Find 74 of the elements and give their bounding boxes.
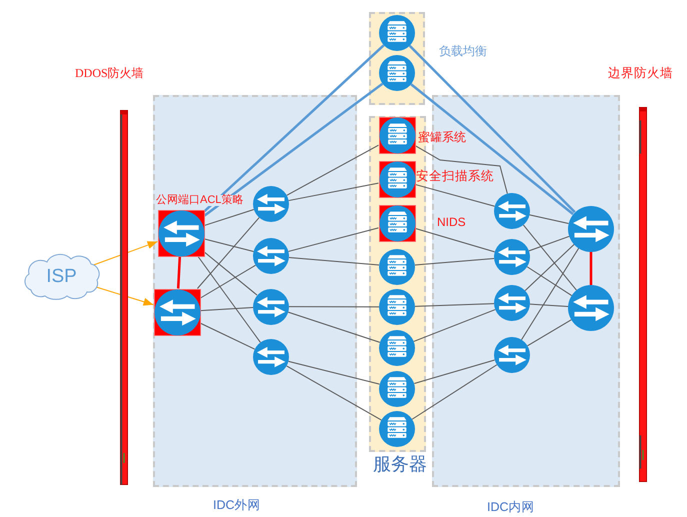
link-line [204,209,254,226]
link-line [526,319,572,346]
side-label: 蜜罐系统 [418,130,466,142]
link-line [524,244,575,292]
link-line [288,182,379,202]
server-icon [378,161,416,198]
switch-icon [494,285,530,321]
link-line [415,228,496,252]
link-line [529,304,569,308]
link-line [526,266,572,296]
link-line [196,217,260,289]
switch-icon [253,339,289,375]
side-label: 公网端口ACL策略 [156,195,244,206]
switch-icon [253,288,289,324]
link-line [410,83,574,216]
link-line [176,256,182,289]
server-icon [379,289,415,325]
side-label: NIDS [437,216,466,228]
link-line [288,257,380,266]
server-icon [379,330,415,366]
switch-icon [494,239,530,275]
switch-icon [253,186,289,222]
firewall-bar [639,107,647,482]
server-icon [379,15,415,51]
side-label: 负载均衡 [439,44,487,56]
link-line [286,144,379,196]
link-line [204,82,384,217]
switch-icon [568,206,614,252]
link-line [414,258,495,266]
link-line [590,252,592,285]
region-label: IDC内网 [487,500,535,514]
switch-icon [154,288,200,336]
link-line [412,364,498,420]
link-line [204,252,258,296]
link-line [200,322,256,350]
link-line [415,145,508,194]
region-label: IDC外网 [213,498,261,512]
link-line [522,224,577,291]
firewall-bar [120,110,128,485]
link-line [529,214,570,224]
switch-icon [494,193,530,229]
switch-icon [158,210,204,256]
link-line [415,184,496,207]
dashed-box [369,12,425,105]
link-line [288,360,380,385]
server-icon [379,55,415,91]
switch-icon [568,285,614,331]
link-line [408,44,576,214]
switch-icon [494,337,530,373]
server-icon [379,411,415,447]
switch-icon [253,238,289,274]
link-line [200,264,256,298]
region-label: 服务器 [373,455,427,473]
cloud-label: ISP [46,266,77,286]
link-line [200,307,254,312]
side-label: 边界防火墙 [608,66,673,80]
arrow [94,286,154,306]
link-line [528,236,570,252]
link-line [414,303,494,307]
link-line [521,248,580,340]
link-line [413,309,496,342]
arrow [93,241,158,266]
server-icon [379,248,415,284]
server-icon [378,116,416,154]
link-line [204,238,254,252]
link-line [204,44,385,212]
link-line [288,227,379,252]
server-icon [379,370,415,406]
side-label: 安全扫描系统 [416,170,494,182]
side-label: DDOS防火墙 [75,67,144,79]
server-icon [378,204,416,242]
link-line [288,306,380,308]
link-line [198,256,261,343]
link-line [288,312,380,343]
